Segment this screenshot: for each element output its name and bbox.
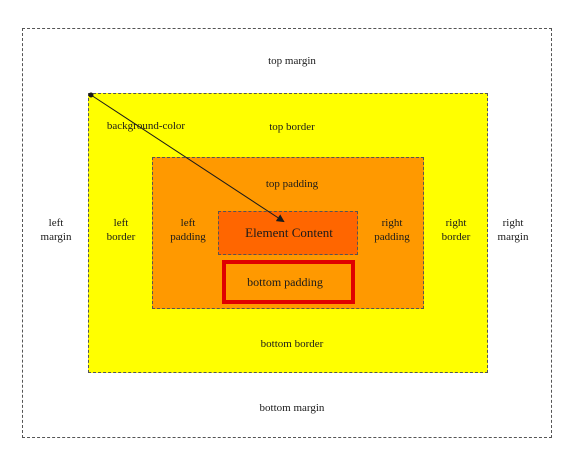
right-border-label-line1: right xyxy=(445,217,467,229)
bottom-border-label: bottom border xyxy=(260,338,324,350)
bottom-padding-label: bottom padding xyxy=(247,275,323,289)
top-margin-label: top margin xyxy=(268,55,316,67)
right-border-label-line2: border xyxy=(441,231,471,243)
left-border-label-line2: border xyxy=(106,231,136,243)
left-padding-label: left padding xyxy=(170,216,205,244)
bottom-margin-label: bottom margin xyxy=(259,402,325,414)
right-margin-label: right margin xyxy=(498,216,529,244)
right-padding-label-line1: right xyxy=(381,217,403,229)
right-padding-label: right padding xyxy=(374,216,409,244)
left-margin-label-line2: margin xyxy=(40,231,72,243)
right-margin-label-line2: margin xyxy=(497,231,529,243)
element-content-label: Element Content xyxy=(245,225,333,240)
top-border-label: top border xyxy=(269,121,315,133)
top-padding-label: top padding xyxy=(265,178,319,190)
right-border-label: right border xyxy=(442,216,471,244)
background-color-label: background-color xyxy=(106,120,186,132)
left-margin-label: left margin xyxy=(41,216,72,244)
left-border-label-line1: left xyxy=(113,217,129,229)
left-border-label: left border xyxy=(107,216,136,244)
left-padding-label-line2: padding xyxy=(170,231,206,243)
left-padding-label-line1: left xyxy=(180,217,196,229)
bottom-padding-highlight xyxy=(222,260,355,304)
right-margin-label-line1: right xyxy=(502,217,524,229)
left-margin-label-line1: left xyxy=(48,217,64,229)
right-padding-label-line2: padding xyxy=(374,231,410,243)
